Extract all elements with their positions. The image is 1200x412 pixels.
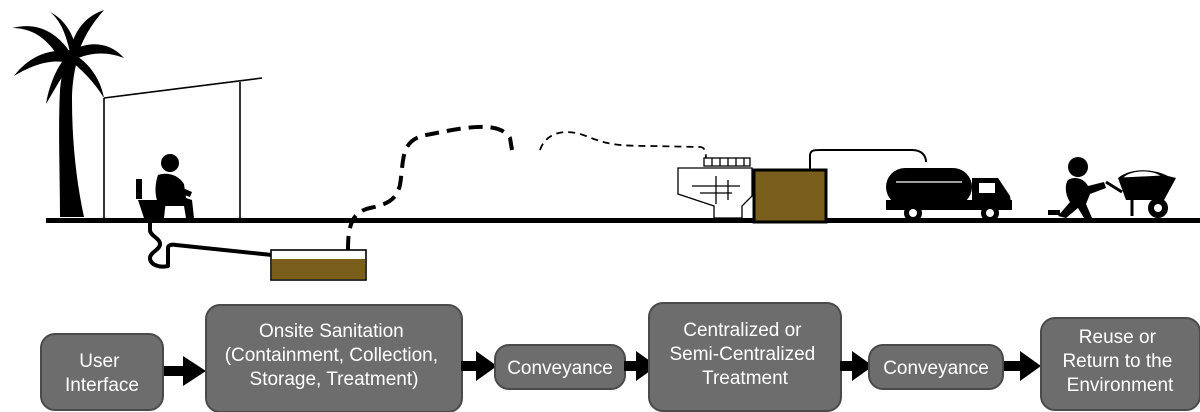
onsite-sanitation-line-2: (Containment, Collection, [225, 345, 438, 366]
flow-arrow-4 [840, 351, 873, 381]
conveyance-1-label: Conveyance [507, 358, 613, 379]
onsite-sanitation-line-1: Onsite Sanitation [259, 321, 404, 342]
svg-text:Onsite Sanitation (Conta: Onsite Sanitation (Containment, Collecti… [225, 321, 444, 390]
user-interface-line-1: User [79, 351, 120, 372]
svg-text:Centralized or Semi-Cent: Centralized or Semi-Centralized Treatmen… [669, 320, 820, 389]
conveyance-step-1: Conveyance [494, 344, 626, 390]
truck-icon [886, 168, 1012, 222]
shelter-frame [103, 77, 263, 218]
centralized-treatment-line-1: Centralized or [683, 320, 802, 341]
treatment-tank-icon [677, 157, 753, 219]
storage-tank-icon [752, 168, 828, 224]
reuse-step: Reuse or Return to the Environment [1040, 317, 1200, 411]
user-interface-line-2: Interface [65, 375, 139, 396]
person-on-toilet-icon [136, 154, 194, 218]
conveyance-step-2: Conveyance [868, 344, 1004, 390]
onsite-tank-icon [270, 249, 367, 281]
onsite-sanitation-step: Onsite Sanitation (Containment, Collecti… [205, 304, 463, 412]
centralized-treatment-line-2: Semi-Centralized [669, 344, 815, 365]
svg-text:Reuse or Return to the: Reuse or Return to the Environment [1062, 327, 1177, 396]
reuse-line-3: Environment [1067, 375, 1174, 396]
conveyance-hose-thick [346, 124, 514, 251]
reuse-line-2: Return to the [1062, 351, 1172, 372]
person-with-wheelbarrow-icon [1048, 157, 1176, 218]
flow-arrow-3 [624, 351, 657, 381]
drain-pipe [148, 220, 274, 269]
flow-arrow-1 [164, 356, 206, 386]
centralized-treatment-step: Centralized or Semi-Centralized Treatmen… [648, 302, 842, 412]
flow-arrow-5 [1004, 351, 1041, 381]
centralized-treatment-line-3: Treatment [702, 368, 789, 389]
palm-tree-icon [12, 10, 124, 217]
conveyance-hose-thin [539, 131, 707, 161]
svg-text:User Interface: User Interface [65, 351, 139, 396]
user-interface-step: User Interface [40, 333, 164, 411]
flow-arrow-2 [461, 351, 497, 381]
reuse-line-1: Reuse or [1079, 327, 1157, 348]
conveyance-2-label: Conveyance [883, 358, 989, 379]
ground-line [46, 218, 1200, 223]
onsite-sanitation-line-3: Storage, Treatment) [250, 369, 419, 390]
connecting-pipe [809, 149, 927, 172]
